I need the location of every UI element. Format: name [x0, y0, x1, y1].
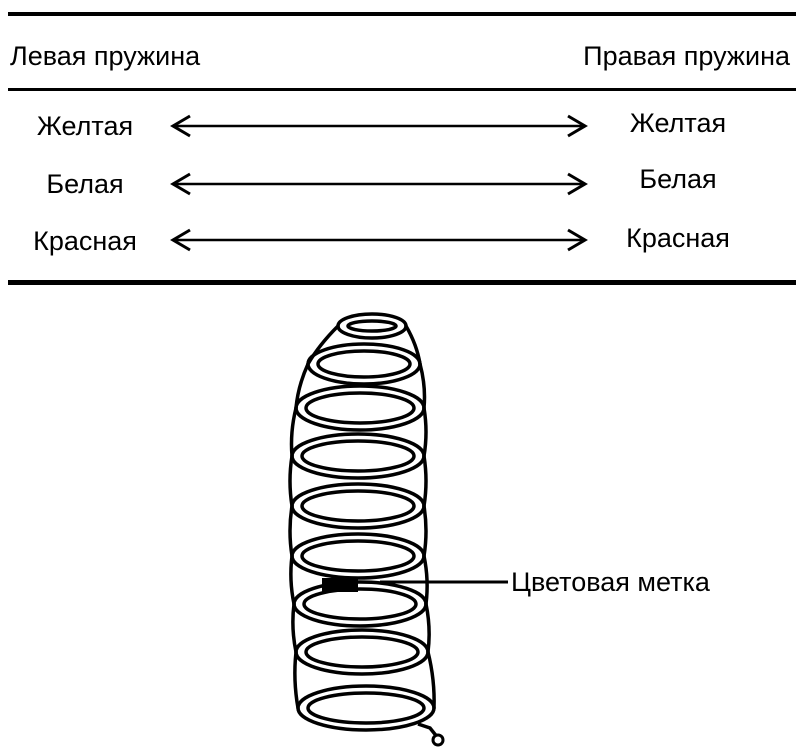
bottom-rule — [8, 280, 796, 285]
color-mark-label: Цветовая метка — [511, 567, 710, 597]
spring-coil-connector — [289, 406, 298, 458]
row-2-double-arrow — [170, 172, 588, 196]
left-spring-header: Левая пружина — [10, 41, 201, 71]
row-3-right-color: Красная — [626, 223, 730, 253]
spring-end-tip — [417, 722, 445, 747]
color-mark — [322, 578, 358, 592]
header-rule — [8, 88, 796, 91]
spring-coil-connector — [288, 454, 294, 508]
spring-coil-connector — [289, 554, 296, 606]
spring-coil-connector — [306, 324, 340, 366]
spring-coil-2-inner — [316, 349, 412, 379]
spring-coil-9-inner — [306, 691, 426, 725]
spring-coil-connector — [291, 602, 298, 654]
spring-coil-connector — [404, 324, 422, 366]
spring-coil-connector — [288, 504, 294, 558]
spring-coil-connector — [294, 362, 310, 410]
spring-coil-connector — [422, 406, 428, 458]
top-rule — [8, 12, 796, 16]
coil-spring-illustration — [288, 312, 508, 747]
spring-coil-connector — [424, 602, 431, 654]
spring-coil-6-inner — [300, 539, 416, 573]
spring-coils — [288, 312, 436, 732]
row-2-right-color: Белая — [639, 164, 717, 194]
spring-coil-connector — [422, 454, 428, 508]
spring-coil-1-inner — [346, 319, 398, 333]
row-3-left-color: Красная — [33, 226, 137, 256]
row-1-double-arrow — [170, 114, 588, 138]
row-3-double-arrow — [170, 228, 588, 252]
right-spring-header: Правая пружина — [583, 41, 790, 71]
spring-coil-8-inner — [304, 635, 420, 669]
spring-coil-connector — [418, 362, 427, 410]
spring-coil-connector — [293, 650, 300, 710]
row-2-left-color: Белая — [46, 169, 124, 199]
row-1-right-color: Желтая — [629, 108, 727, 138]
spring-coil-4-inner — [300, 439, 416, 473]
spring-coil-connector — [422, 554, 429, 606]
spring-coil-7-inner — [302, 587, 418, 621]
row-1-left-color: Желтая — [36, 111, 134, 141]
spring-coil-connector — [422, 504, 428, 558]
spring-coil-connector — [426, 650, 436, 710]
spring-coil-5-inner — [300, 489, 416, 523]
spring-coil-3-inner — [304, 391, 416, 425]
